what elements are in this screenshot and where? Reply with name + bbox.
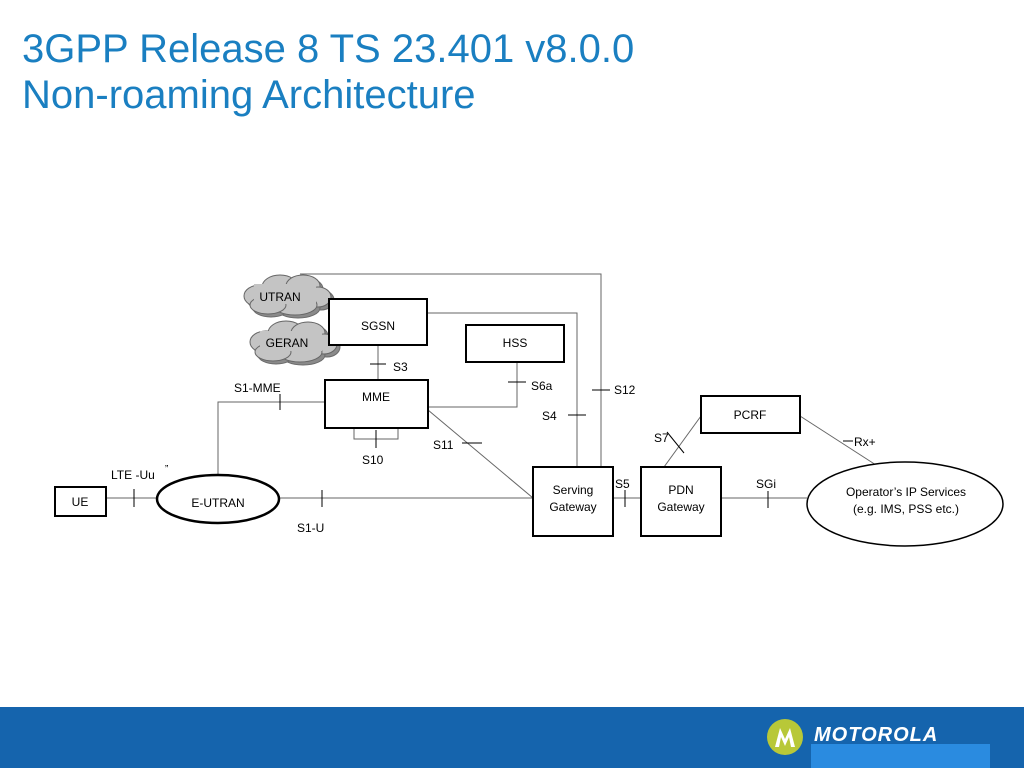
brand-wordmark: MOTOROLA — [814, 724, 939, 746]
mme-node: MME — [324, 379, 429, 429]
label-s6a: S6a — [531, 379, 553, 393]
pdn-gateway-node: PDN Gateway — [640, 466, 722, 537]
label-s5: S5 — [615, 477, 630, 491]
hss-node: HSS — [465, 324, 565, 363]
eutran-label: E-UTRAN — [191, 496, 244, 510]
line-rx-plus — [799, 415, 877, 466]
geran-label: GERAN — [266, 336, 309, 350]
label-lte-uu-mark: ” — [165, 464, 168, 475]
label-lte-uu: LTE -Uu — [111, 468, 155, 482]
ue-label: UE — [72, 495, 89, 509]
line-s11 — [427, 409, 534, 499]
eutran-node: E-UTRAN — [155, 473, 281, 525]
pcrf-label: PCRF — [734, 408, 767, 422]
utran-label: UTRAN — [259, 290, 300, 304]
line-s6a — [428, 362, 518, 408]
label-s1-mme: S1-MME — [234, 381, 281, 395]
utran-cloud: UTRAN — [243, 274, 335, 319]
line-s4 — [428, 312, 578, 467]
pcrf-node: PCRF — [700, 395, 801, 434]
geran-cloud: GERAN — [249, 320, 341, 366]
label-s12: S12 — [614, 383, 636, 397]
motorola-logo-icon — [767, 719, 803, 755]
serving-gateway-label-2: Gateway — [549, 500, 596, 514]
label-sgi: SGi — [756, 477, 776, 491]
label-s4: S4 — [542, 409, 557, 423]
serving-gateway-node: Serving Gateway — [532, 466, 614, 537]
connector-lines — [106, 273, 877, 499]
sgsn-label: SGSN — [361, 319, 395, 333]
label-s3: S3 — [393, 360, 408, 374]
ue-node: UE — [54, 486, 107, 517]
footer-accent-strip — [811, 744, 990, 768]
tick-s7 — [666, 431, 685, 454]
interface-ticks — [133, 363, 853, 508]
footer-bar: MOTOROLA — [0, 707, 1024, 768]
label-s11: S11 — [433, 438, 454, 452]
pdn-gateway-label-1: PDN — [668, 483, 693, 497]
mme-label: MME — [362, 390, 390, 404]
line-s1-mme — [217, 401, 325, 474]
line-s7 — [663, 415, 702, 468]
operator-services-label-1: Operator’s IP Services — [846, 485, 966, 499]
operator-services-node: Operator’s IP Services (e.g. IMS, PSS et… — [806, 461, 1004, 547]
title-line-2: Non-roaming Architecture — [22, 73, 476, 117]
label-s10: S10 — [362, 453, 384, 467]
label-s7: S7 — [654, 431, 669, 445]
title-line-1: 3GPP Release 8 TS 23.401 v8.0.0 — [22, 27, 635, 71]
operator-services-label-2: (e.g. IMS, PSS etc.) — [853, 502, 959, 516]
label-s1-u: S1-U — [297, 521, 324, 535]
line-s12 — [300, 273, 602, 467]
pdn-gateway-label-2: Gateway — [657, 500, 704, 514]
label-rx-plus: Rx+ — [854, 435, 876, 449]
interface-labels: S3 S6a S12 S1-MME S4 S10 S11 S7 Rx+ LTE … — [111, 360, 876, 535]
sgsn-node: SGSN — [328, 298, 428, 346]
slide-title: 3GPP Release 8 TS 23.401 v8.0.0 Non-roam… — [22, 26, 634, 118]
architecture-diagram: UTRAN GERAN SGSN HSS MME — [54, 273, 1004, 547]
serving-gateway-label-1: Serving — [553, 483, 594, 497]
hss-label: HSS — [503, 336, 528, 350]
